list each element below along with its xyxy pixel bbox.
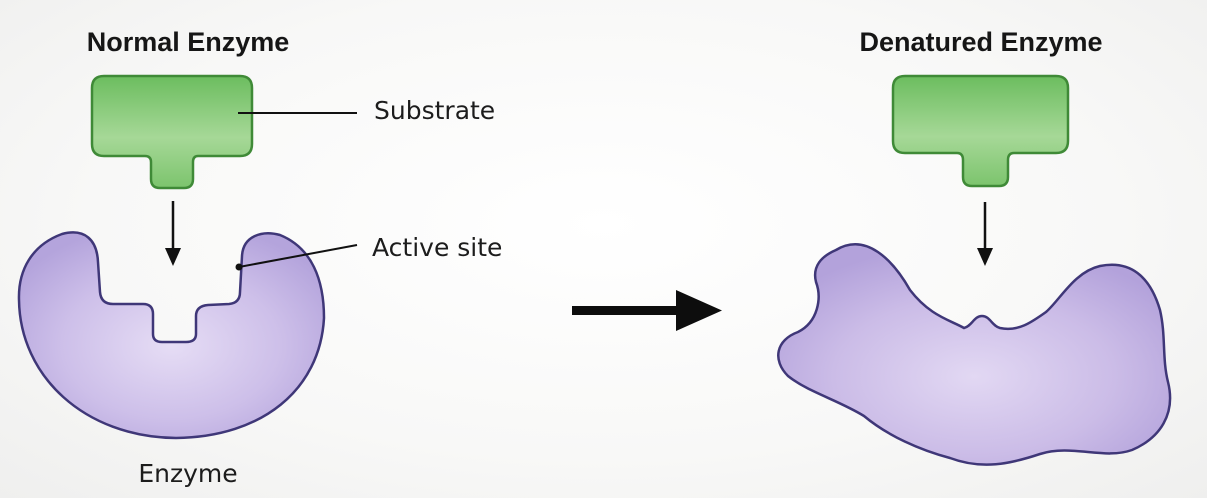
denatured-substrate-shape (891, 74, 1070, 188)
arrow-down-icon (165, 201, 181, 266)
arrow-down-icon (977, 202, 993, 266)
normal-substrate-shape (90, 74, 254, 190)
substrate-label: Substrate (374, 96, 495, 125)
normal-enzyme-title: Normal Enzyme (87, 27, 290, 57)
denatured-enzyme-title: Denatured Enzyme (859, 27, 1102, 57)
active-site-leader-line (238, 244, 358, 268)
denatured-enzyme-panel: Denatured Enzyme (777, 27, 1172, 466)
arrow-right-icon (572, 290, 722, 331)
active-site-pointer-dot (235, 263, 243, 271)
normal-enzyme-panel: Normal Enzyme Substrate Active site Enzy… (17, 27, 502, 488)
denatured-enzyme-shape (777, 243, 1172, 466)
normal-enzyme-shape (17, 231, 326, 440)
enzyme-label: Enzyme (138, 459, 237, 488)
active-site-label: Active site (372, 233, 502, 262)
